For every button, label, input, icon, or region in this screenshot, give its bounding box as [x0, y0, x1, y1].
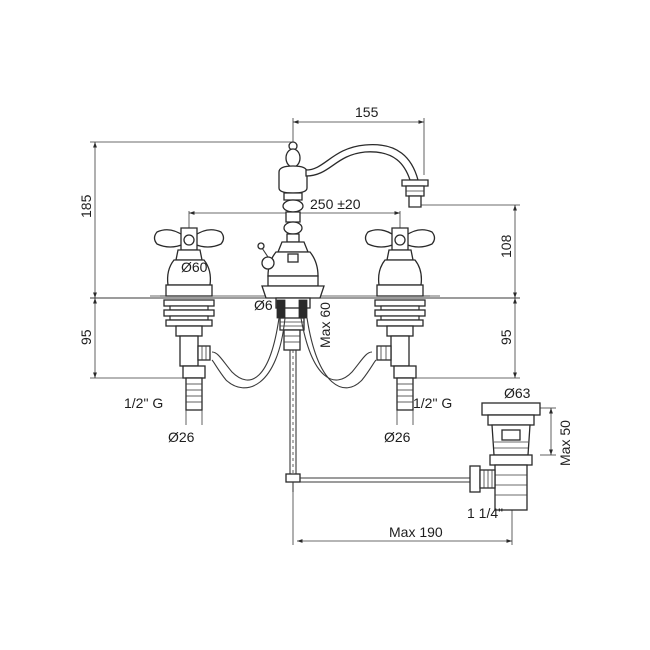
- label-waste-thread: 1 1/4": [467, 505, 503, 521]
- flexible-hoses: [211, 317, 377, 389]
- label-hole-diameter: Ø6: [254, 297, 273, 313]
- label-spout-reach: 155: [355, 104, 379, 120]
- label-below-deck-right: 95: [498, 329, 514, 345]
- popup-waste-assembly: [469, 402, 541, 511]
- label-waste-max-height: Max 50: [557, 420, 573, 466]
- label-body-diameter: Ø60: [181, 259, 208, 275]
- label-inlet-thread-right: 1/2" G: [413, 395, 452, 411]
- spout-assembly: [257, 141, 470, 492]
- label-inlet-diameter-right: Ø26: [384, 429, 411, 445]
- label-below-deck-left: 95: [78, 329, 94, 345]
- label-inlet-thread-left: 1/2" G: [124, 395, 163, 411]
- label-waste-diameter: Ø63: [504, 385, 531, 401]
- label-waste-max-reach: Max 190: [389, 524, 443, 540]
- left-valve-assembly: [153, 227, 225, 425]
- label-spout-height: 108: [498, 234, 514, 258]
- right-valve-assembly: [364, 227, 436, 425]
- dimension-labels: 155 185 108 250 ±20 Ø60 Ø6 Max 60 95 95 …: [78, 104, 573, 540]
- label-tap-spacing: 250 ±20: [310, 196, 361, 212]
- label-inlet-diameter-left: Ø26: [168, 429, 195, 445]
- label-max-deck-thickness: Max 60: [317, 302, 333, 348]
- label-total-height: 185: [78, 194, 94, 218]
